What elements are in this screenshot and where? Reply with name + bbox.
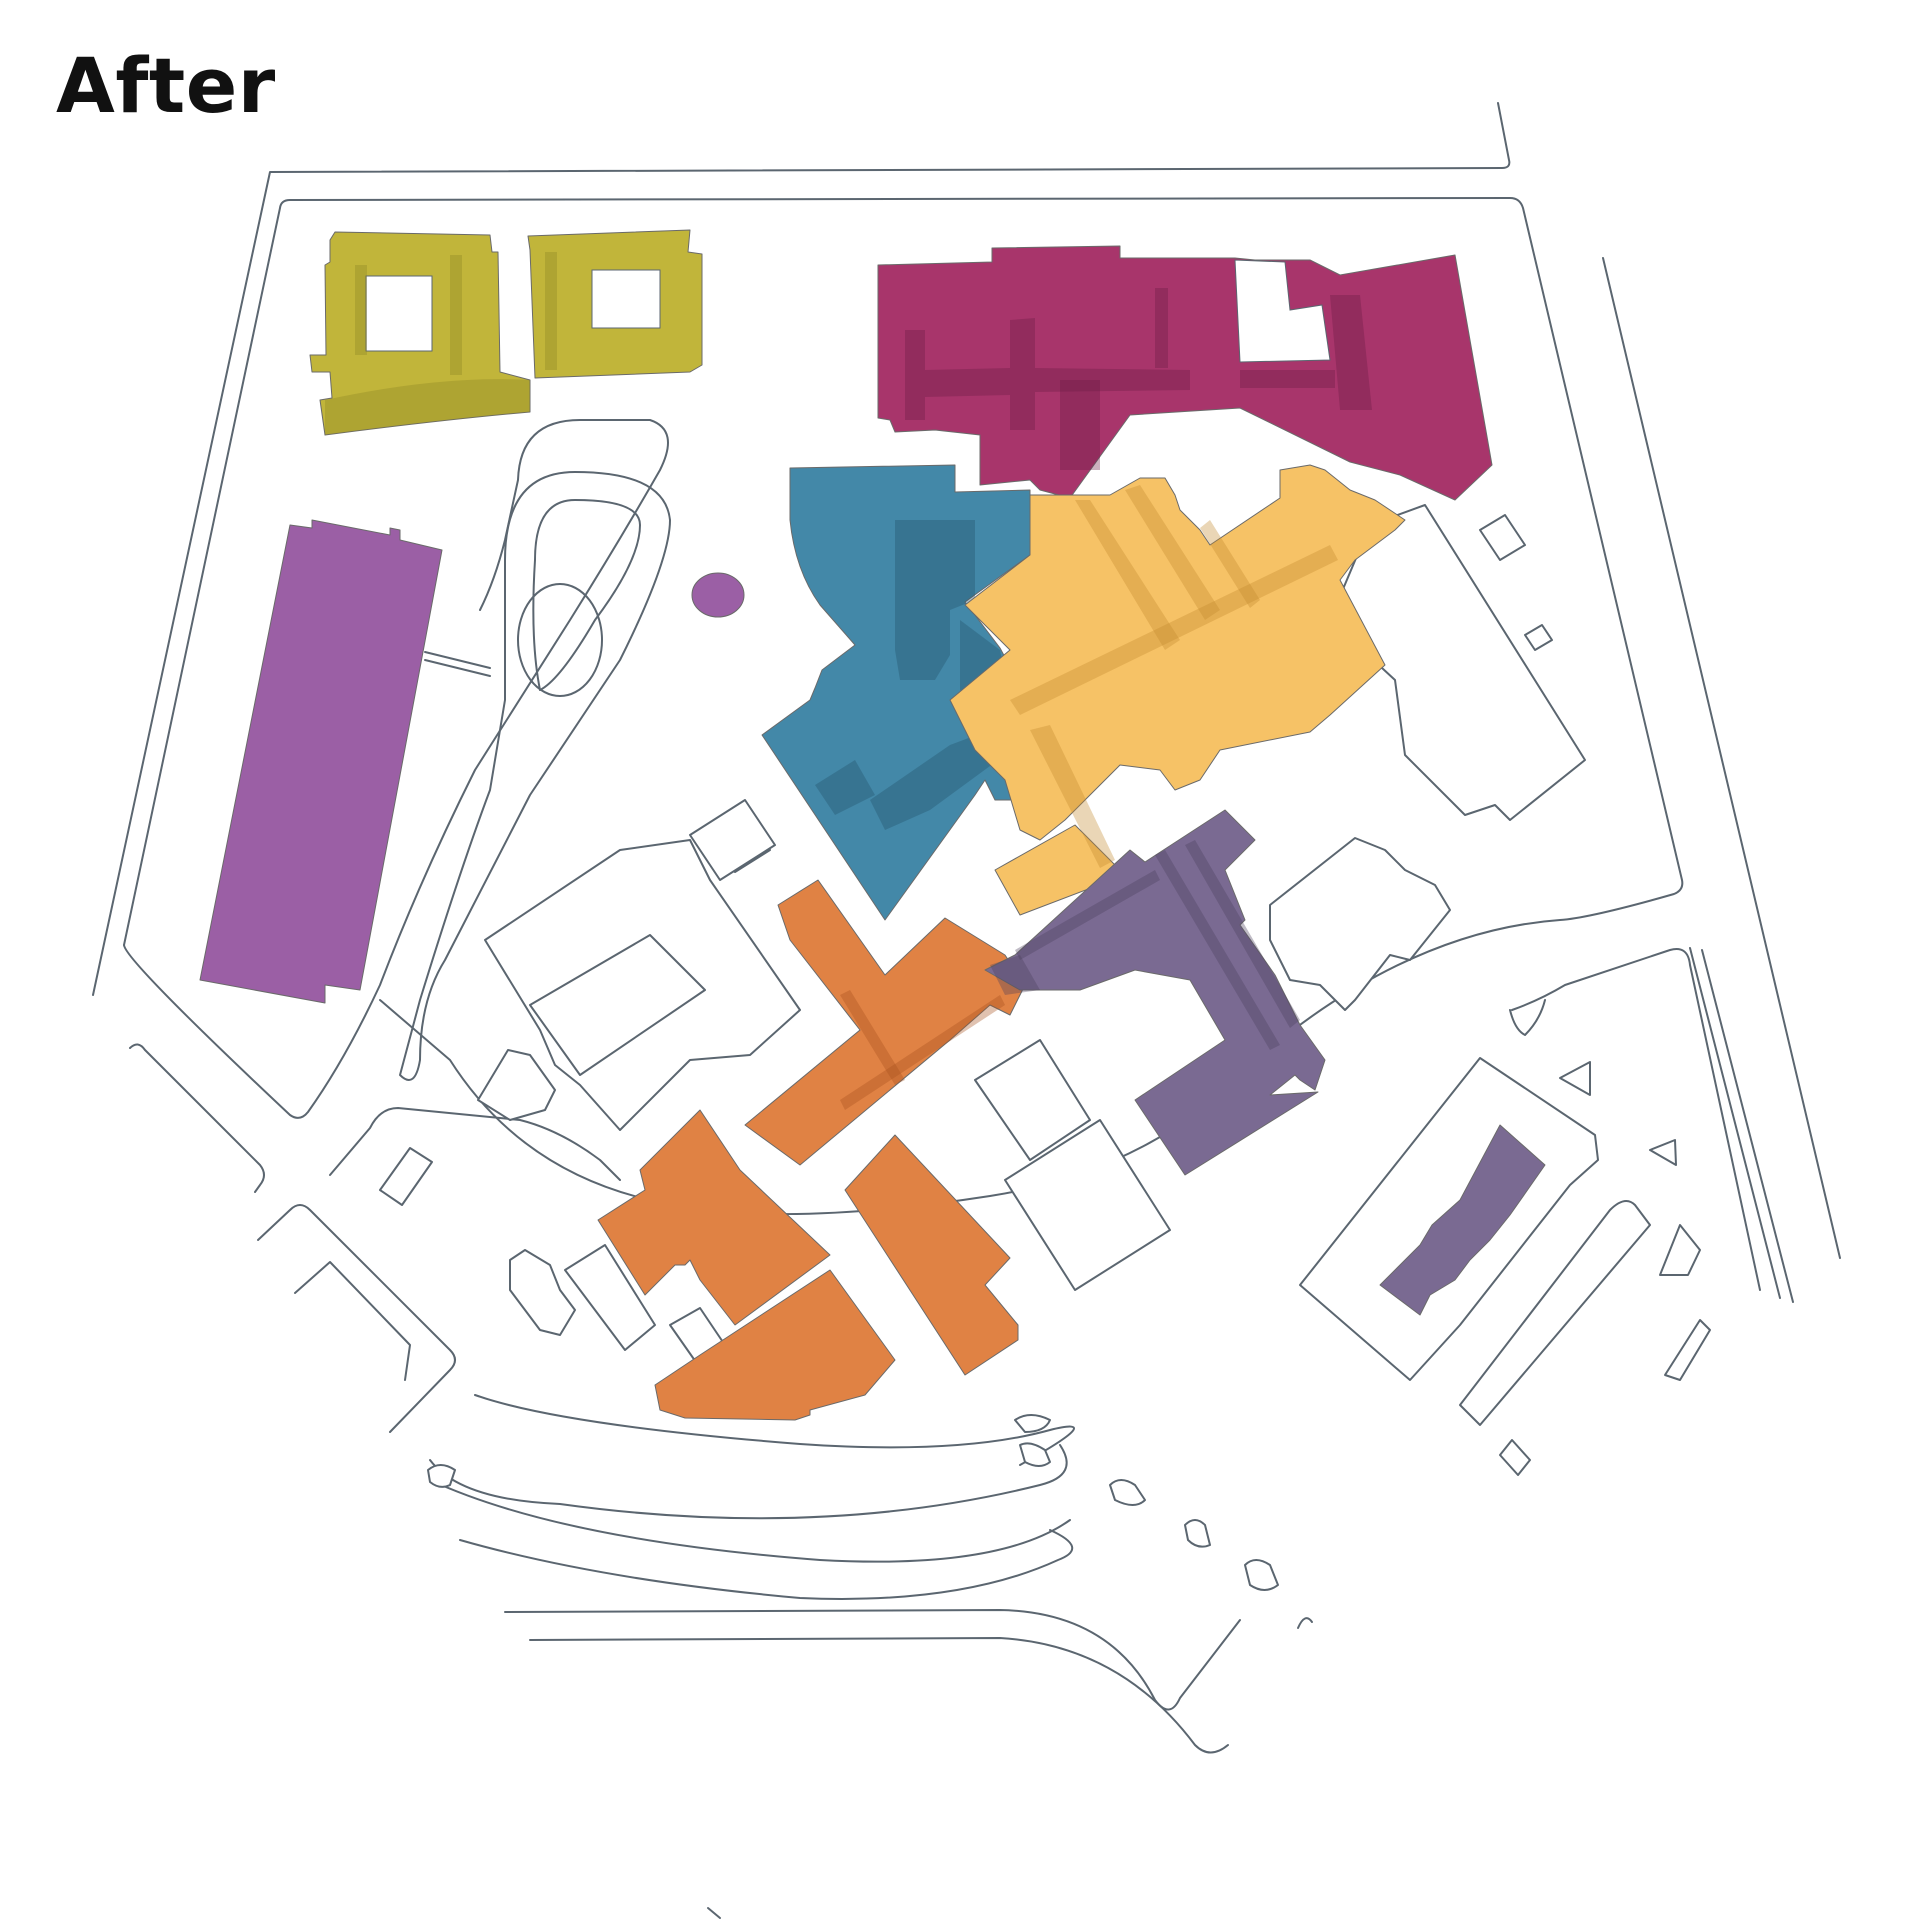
building-violet-long bbox=[199, 519, 443, 1004]
parking-island-6 bbox=[1014, 1414, 1051, 1433]
road-south-3 bbox=[504, 1609, 1241, 1711]
road-east-loop bbox=[1511, 948, 1761, 1291]
crimson-corridor-center bbox=[1060, 380, 1100, 470]
parking-island-5 bbox=[427, 1464, 456, 1488]
crimson-corridor-main bbox=[905, 318, 1190, 430]
building-center-box-1 bbox=[974, 1039, 1091, 1161]
building-plum-main bbox=[984, 809, 1326, 1176]
parking-island-4 bbox=[1244, 1559, 1279, 1591]
orange-corridor-2 bbox=[840, 995, 1005, 1110]
traffic-circle bbox=[517, 583, 603, 697]
parking-southeast-4 bbox=[1499, 1439, 1531, 1476]
building-east-chapel bbox=[1269, 837, 1451, 1011]
olive-courtyard-west bbox=[365, 275, 433, 352]
building-southwest-inner bbox=[529, 934, 706, 1076]
road-south-1 bbox=[474, 1394, 1075, 1466]
road-south-2 bbox=[459, 1529, 1073, 1600]
parking-southeast-2 bbox=[1659, 1224, 1701, 1276]
parking-southeast-arrow-1 bbox=[1559, 1061, 1591, 1096]
building-orange-sw bbox=[597, 1109, 831, 1326]
building-center-box-2 bbox=[1004, 1119, 1171, 1291]
building-south-west-1 bbox=[509, 1249, 576, 1336]
building-orange bbox=[597, 879, 1026, 1421]
gold-corridor-3 bbox=[1200, 520, 1260, 608]
plum-corridor-3 bbox=[1015, 870, 1160, 960]
building-east-small-1 bbox=[1479, 514, 1526, 561]
gold-corridor-south bbox=[1030, 725, 1115, 868]
teal-corridor-3 bbox=[815, 760, 875, 815]
building-small-chapel-west bbox=[477, 1049, 556, 1121]
building-gold bbox=[949, 464, 1406, 916]
crimson-notch bbox=[1234, 259, 1331, 363]
building-orange-south bbox=[654, 1269, 896, 1421]
parking-island-1 bbox=[1019, 1442, 1051, 1467]
plum-corridor-1 bbox=[1155, 850, 1280, 1050]
building-orange-se bbox=[844, 1134, 1019, 1376]
building-plum bbox=[984, 809, 1546, 1316]
building-crimson-main bbox=[877, 245, 1493, 501]
site-boundary-outer bbox=[92, 102, 1511, 996]
loop-drive-inner bbox=[532, 499, 641, 691]
building-violet bbox=[199, 519, 745, 1004]
road-west-lower-1 bbox=[129, 1043, 265, 1193]
road-bottom-tick bbox=[707, 1907, 721, 1919]
building-orange-cross bbox=[744, 879, 1026, 1166]
building-south-west-2 bbox=[564, 1244, 656, 1351]
teal-corridor-4 bbox=[870, 730, 1005, 830]
gold-corridor-cross bbox=[1010, 545, 1338, 715]
building-small-north-2 bbox=[689, 799, 776, 881]
road-east-inner bbox=[1509, 999, 1546, 1036]
teal-corridor-1 bbox=[895, 520, 975, 680]
building-gold-main bbox=[949, 464, 1406, 841]
parking-island-3 bbox=[1184, 1519, 1211, 1548]
building-crimson bbox=[877, 245, 1493, 501]
gold-corridor-1 bbox=[1075, 500, 1180, 650]
road-bottom-marker bbox=[1297, 1617, 1313, 1629]
road-east-edge-3 bbox=[1701, 949, 1794, 1303]
crimson-corridor-east-3 bbox=[1240, 370, 1335, 388]
road-east-edge bbox=[1602, 257, 1841, 1259]
crimson-corridor-east-2 bbox=[1330, 295, 1372, 410]
road-east-edge-2 bbox=[1689, 947, 1781, 1299]
road-west-edge bbox=[123, 419, 669, 1119]
loop-drive-outer bbox=[399, 471, 671, 1081]
road-south-4 bbox=[529, 1637, 1229, 1754]
road-west-lower-3 bbox=[294, 1261, 411, 1381]
parking-southeast-1 bbox=[1459, 1200, 1651, 1426]
building-small-west-box bbox=[379, 1147, 433, 1206]
road-south-inner bbox=[429, 1444, 1068, 1520]
site-outlines-bottom bbox=[707, 1617, 1313, 1919]
parking-southeast-3 bbox=[1664, 1319, 1711, 1381]
crimson-corridor-east bbox=[1155, 288, 1168, 368]
orange-corridor-1 bbox=[840, 990, 905, 1085]
olive-corridor-1 bbox=[450, 255, 462, 375]
parking-island-2 bbox=[1109, 1479, 1146, 1506]
building-plum-southeast bbox=[1379, 1124, 1546, 1316]
gold-corridor-2 bbox=[1125, 485, 1220, 620]
plum-corridor-4 bbox=[990, 955, 1040, 995]
olive-corridor-south bbox=[325, 379, 530, 435]
plum-corridor-2 bbox=[1185, 840, 1300, 1028]
olive-corridor-2 bbox=[545, 252, 557, 370]
building-olive bbox=[309, 229, 703, 436]
building-violet-round bbox=[691, 572, 745, 618]
loop-drive bbox=[399, 471, 671, 1081]
parking-southeast-arrow-2 bbox=[1649, 1139, 1677, 1166]
road-south-inner-2 bbox=[429, 1479, 1071, 1563]
road-center-split bbox=[329, 1107, 621, 1181]
loop-drive-spur bbox=[424, 651, 491, 677]
olive-corridor-3 bbox=[355, 265, 367, 355]
building-east-small-2 bbox=[1524, 624, 1553, 651]
road-west-lower-2 bbox=[257, 1204, 456, 1433]
olive-courtyard-east bbox=[591, 269, 661, 329]
page-title: After bbox=[56, 41, 276, 130]
